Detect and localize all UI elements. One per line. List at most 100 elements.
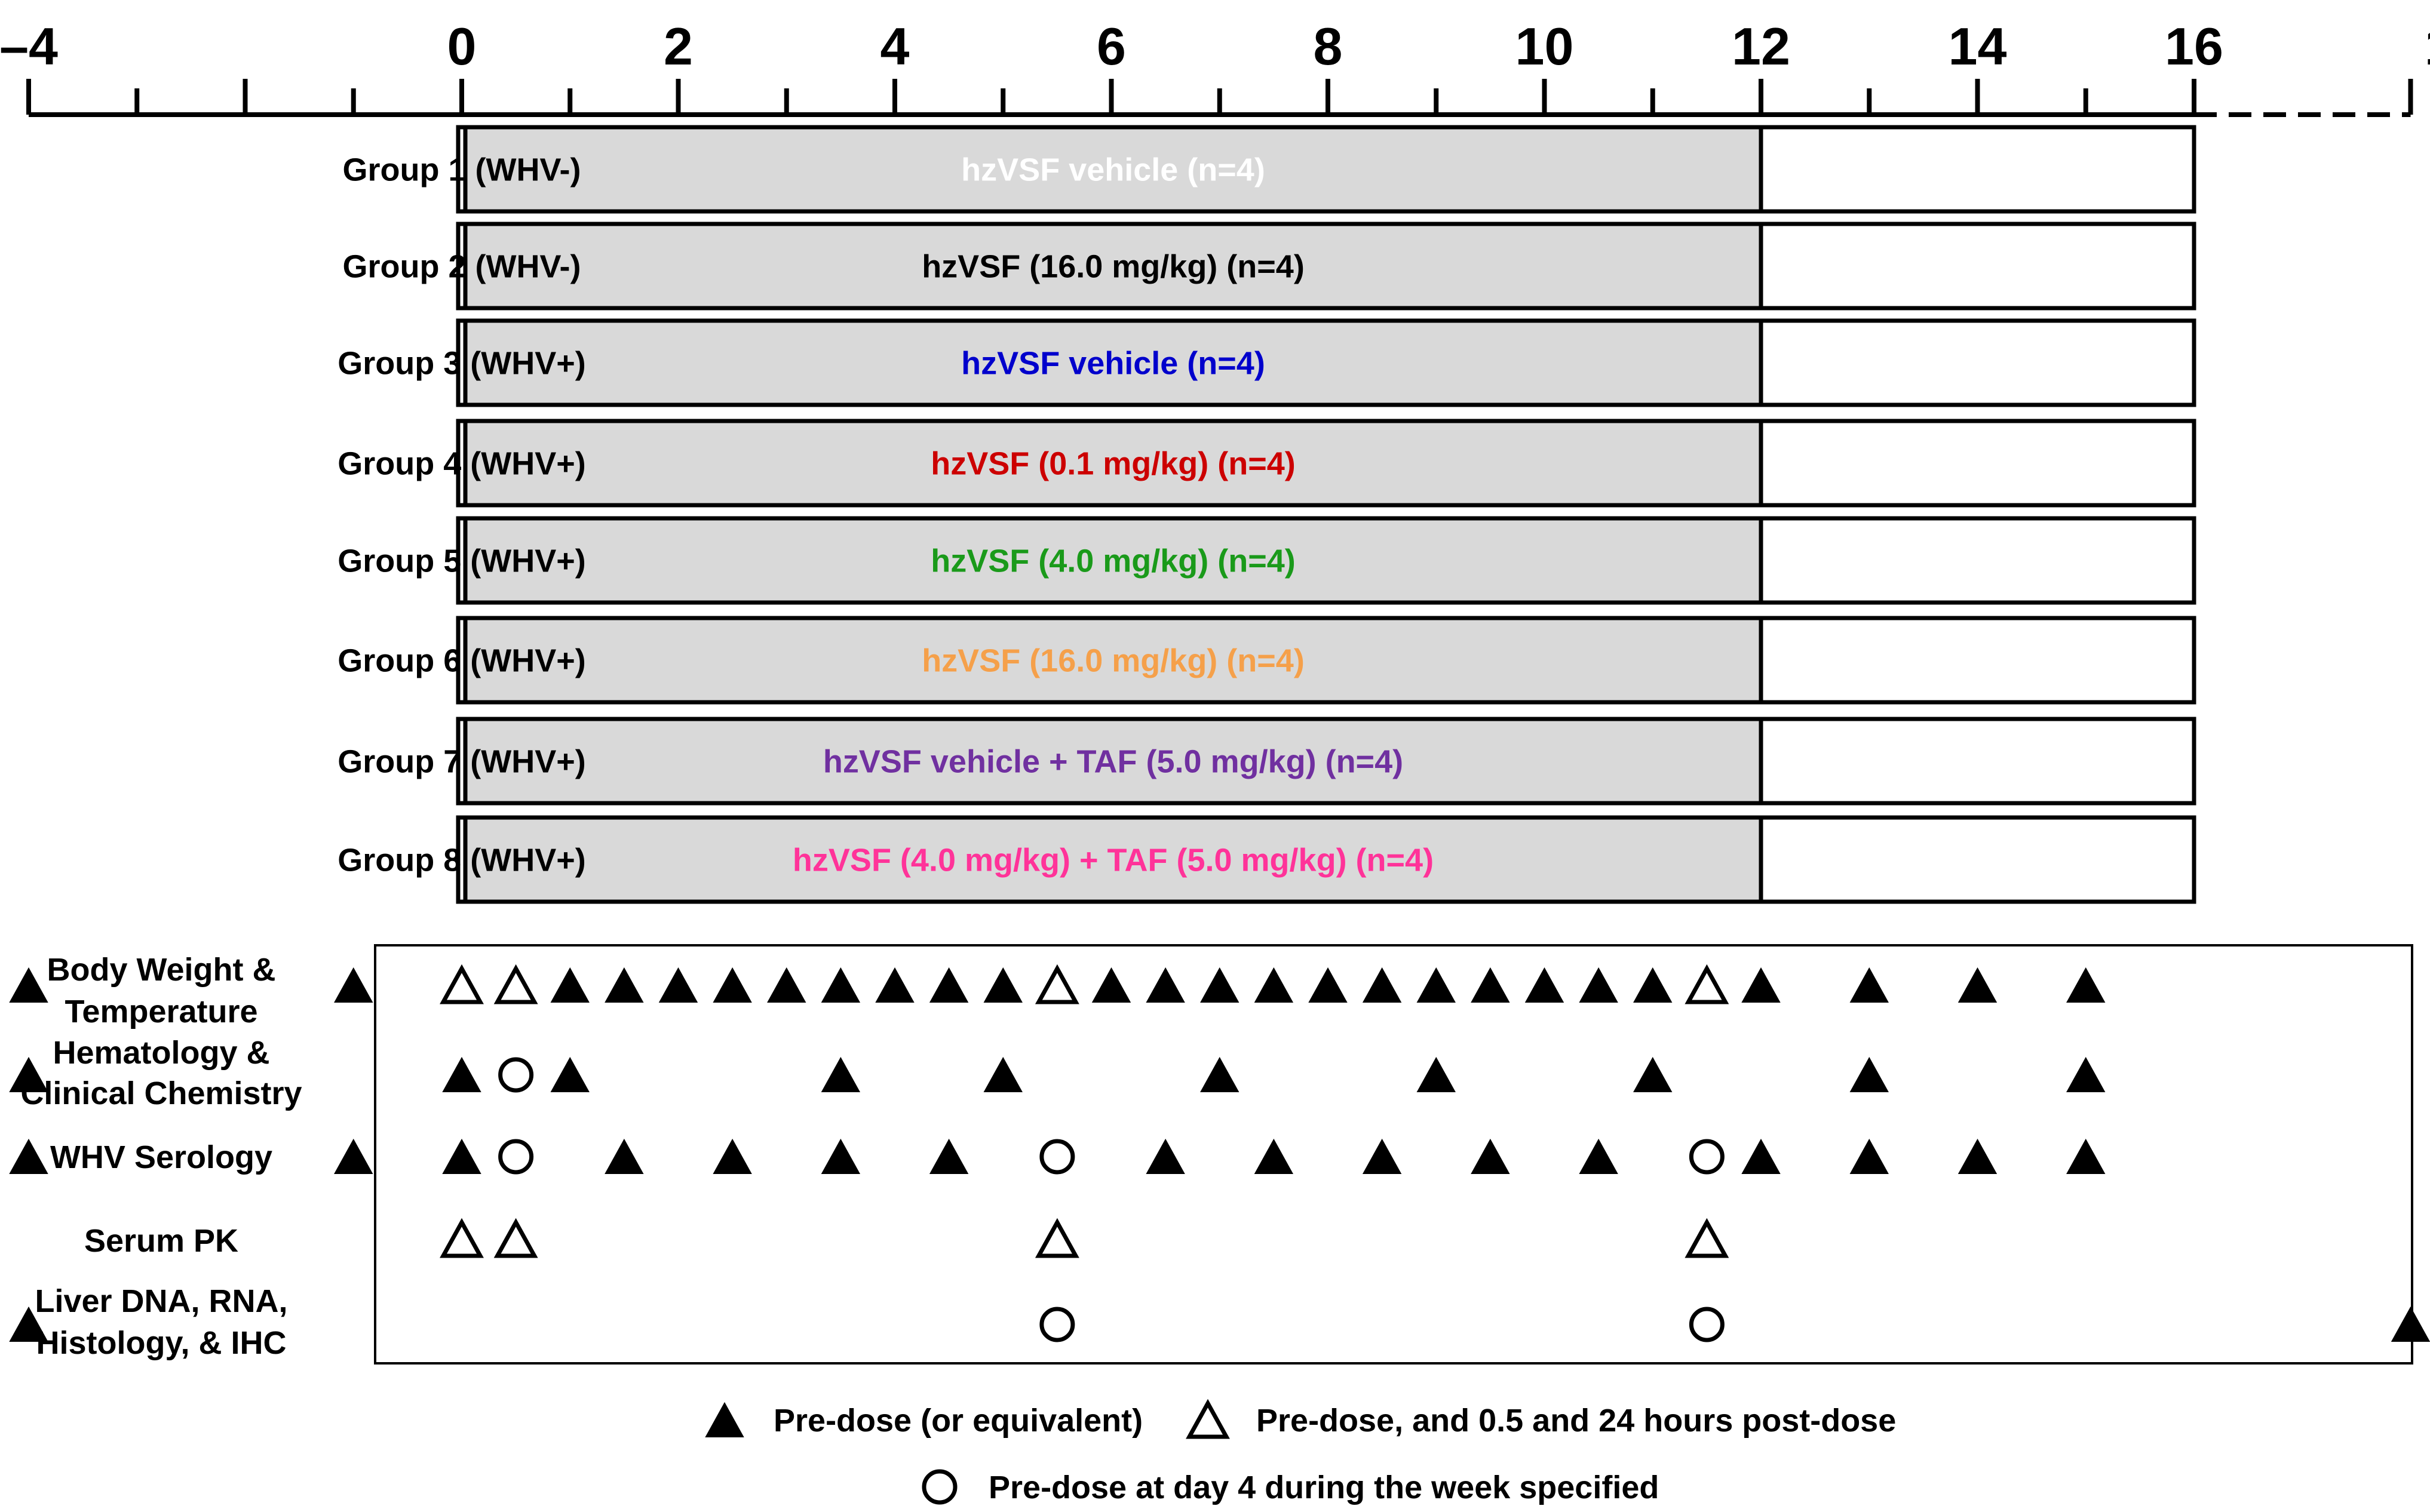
assessment-row: Body Weight &Temperature [9, 952, 2106, 1029]
filled-triangle-marker [1416, 1056, 1456, 1092]
filled-triangle-marker [1416, 967, 1456, 1003]
filled-triangle-marker [1579, 1138, 1618, 1174]
legend-filled-label: Pre-dose (or equivalent) [774, 1403, 1143, 1439]
filled-triangle-marker [1254, 1138, 1294, 1174]
treatment-label: hzVSF (0.1 mg/kg) (n=4) [931, 446, 1296, 482]
filled-triangle-marker [1849, 967, 1889, 1003]
group-label: Group 6 (WHV+) [338, 643, 586, 679]
filled-triangle-marker [1633, 1056, 1673, 1092]
filled-triangle-marker [1471, 967, 1510, 1003]
filled-triangle-marker [821, 967, 861, 1003]
treatment-label: hzVSF vehicle (n=4) [961, 346, 1265, 382]
open-triangle-marker [1685, 1218, 1729, 1258]
legend-open-triangle [1186, 1399, 1230, 1439]
axis-tick-label: 14 [1949, 17, 2007, 76]
filled-triangle-marker [1579, 967, 1618, 1003]
assessment-row: WHV Serology [9, 1138, 2106, 1175]
treatment-label: hzVSF (4.0 mg/kg) (n=4) [931, 543, 1296, 579]
filled-triangle-marker [605, 967, 644, 1003]
filled-triangle-marker [2066, 1056, 2106, 1092]
group-row: Group 2 (WHV-)hzVSF (16.0 mg/kg) (n=4) [343, 222, 2196, 311]
assessment-row: Hematology & Clinical Chemistry [9, 1035, 2106, 1111]
filled-triangle-marker [1958, 1138, 1998, 1174]
filled-triangle-marker [1633, 967, 1673, 1003]
treatment-bar [463, 222, 1763, 311]
group-label: Group 2 (WHV-) [343, 249, 581, 285]
treatment-label: hzVSF vehicle + TAF (5.0 mg/kg) (n=4) [823, 744, 1403, 780]
axis-tick-label: 12 [1732, 17, 1790, 76]
filled-triangle-marker [550, 967, 590, 1003]
filled-triangle-marker [2066, 1138, 2106, 1174]
filled-triangle-marker [983, 967, 1023, 1003]
open-triangle-marker [1035, 964, 1079, 1004]
group-label: Group 7 (WHV+) [338, 744, 586, 780]
filled-triangle-marker [1849, 1138, 1889, 1174]
assessment-label: Hematology & [53, 1035, 269, 1071]
open-circle-marker [1689, 1139, 1725, 1175]
treatment-bar [463, 815, 1763, 904]
open-circle-marker [498, 1057, 534, 1093]
treatment-bar [463, 516, 1763, 605]
filled-triangle-marker [1958, 967, 1998, 1003]
filled-triangle-marker [1741, 1138, 1781, 1174]
filled-triangle-marker [1200, 967, 1239, 1003]
filled-triangle-marker [334, 967, 373, 1003]
group-row: Group 1 (WHV-)hzVSF vehicle (n=4) [343, 125, 2196, 214]
legend-filled-triangle [705, 1402, 744, 1437]
filled-triangle-marker [1200, 1056, 1239, 1092]
assessment-row: Serum PK [84, 1218, 1729, 1259]
assessment-label: WHV Serology [50, 1139, 272, 1175]
filled-triangle-marker [1308, 967, 1348, 1003]
filled-triangle-marker [1362, 967, 1402, 1003]
group-label: Group 5 (WHV+) [338, 543, 586, 579]
filled-triangle-marker [821, 1056, 861, 1092]
open-triangle-marker [440, 964, 484, 1004]
filled-triangle-marker [1146, 967, 1185, 1003]
assessment-label: Clinical Chemistry [20, 1075, 302, 1111]
axis-tick-label: 8 [1314, 17, 1343, 76]
open-circle-marker [498, 1139, 534, 1175]
axis-tick-label: 4 [880, 17, 910, 76]
open-triangle-marker [440, 1218, 484, 1258]
open-circle-marker [1039, 1139, 1075, 1175]
group-row: Group 7 (WHV+) hzVSF vehicle + TAF (5.0 m… [338, 717, 2196, 806]
axis-tick-label: 16 [2165, 17, 2223, 76]
filled-triangle-marker [658, 967, 698, 1003]
assessment-label: Histology, & IHC [36, 1325, 286, 1361]
filled-triangle-marker [550, 1056, 590, 1092]
treatment-bar [463, 125, 1763, 214]
group-row: Group 4 (WHV+) hzVSF (0.1 mg/kg) (n=4) [338, 419, 2196, 508]
group-row: Group 3 (WHV+) hzVSF vehicle (n=4) [338, 318, 2196, 407]
group-label: Group 1 (WHV-) [343, 152, 581, 188]
open-triangle-marker [493, 1218, 538, 1258]
group-label: Group 3 (WHV+) [338, 346, 586, 382]
filled-triangle-marker [1146, 1138, 1185, 1174]
treatment-label: hzVSF (4.0 mg/kg) + TAF (5.0 mg/kg) (n=4… [793, 843, 1434, 878]
filled-triangle-marker [875, 967, 915, 1003]
filled-triangle-marker [1091, 967, 1131, 1003]
group-row: Group 6 (WHV+)hzVSF (16.0 mg/kg) (n=4) [338, 616, 2196, 705]
legend-open-triangle-label: Pre-dose, and 0.5 and 24 hours post-dose [1256, 1403, 1896, 1439]
filled-triangle-marker [442, 1056, 481, 1092]
open-triangle-marker [1685, 964, 1729, 1004]
filled-triangle-marker [9, 1138, 48, 1174]
filled-triangle-marker [9, 1056, 48, 1092]
group-row: Group 8 (WHV+)hzVSF (4.0 mg/kg) + TAF (5… [338, 815, 2196, 904]
filled-triangle-marker [713, 1138, 752, 1174]
filled-triangle-marker [442, 1138, 481, 1174]
filled-triangle-marker [1524, 967, 1564, 1003]
legend-open-circle-label: Pre-dose at day 4 during the week specif… [989, 1470, 1659, 1505]
group-label: Group 4 (WHV+) [338, 446, 586, 482]
treatment-bar [463, 717, 1763, 806]
axis-tick-label: –4 [0, 17, 58, 76]
axis-tick-label: 0 [447, 17, 477, 76]
open-triangle-marker [493, 964, 538, 1004]
filled-triangle-marker [821, 1138, 861, 1174]
filled-triangle-marker [929, 967, 969, 1003]
filled-triangle-marker [2066, 967, 2106, 1003]
filled-triangle-marker [1741, 967, 1781, 1003]
axis-tick-label: 6 [1097, 17, 1126, 76]
filled-triangle-marker [767, 967, 806, 1003]
